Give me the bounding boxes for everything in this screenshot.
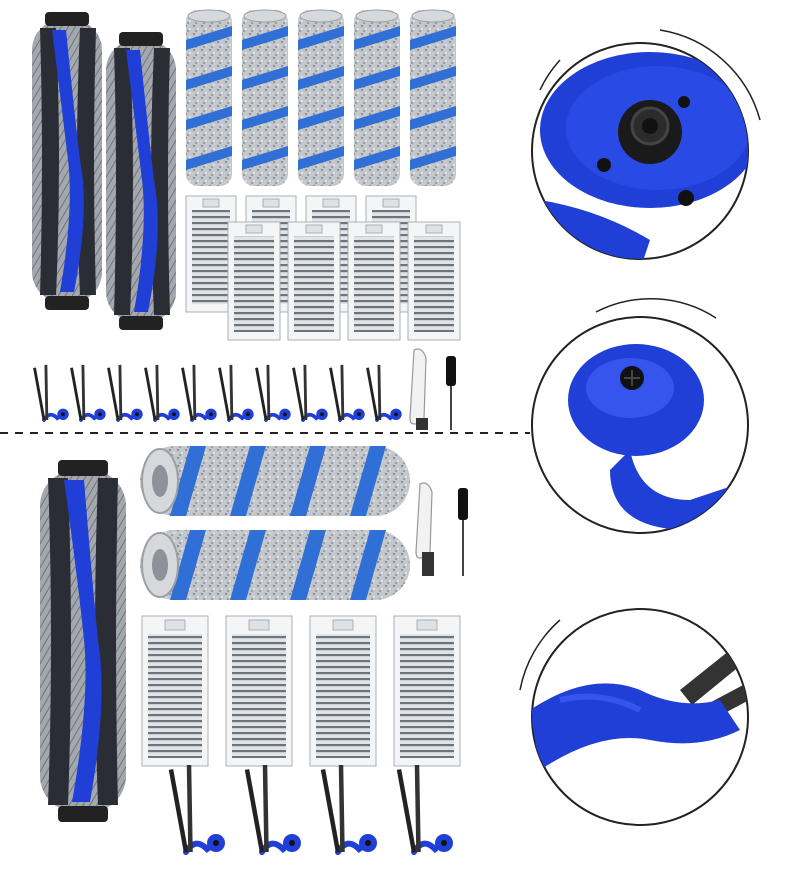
main-brush [106,32,176,330]
side-brush [366,364,402,422]
side-brush [168,764,225,855]
mop-roller [186,9,232,186]
side-brush [320,764,377,855]
cleaning-tool [409,348,428,430]
side-brush [329,364,365,422]
filter [309,615,377,767]
filter [225,615,293,767]
detail-view-arm [531,298,749,534]
side-brush-group [168,764,453,855]
detail-view-hub [531,29,761,260]
filter [347,221,401,341]
side-brush-group [33,364,402,422]
filter [393,615,461,767]
cleaning-tool [415,482,434,576]
side-brush [144,364,180,422]
side-brush [33,364,69,422]
screwdriver [458,488,468,576]
side-brush [244,764,301,855]
filter [287,221,341,341]
mop-roller-group [186,9,456,186]
mop-roller [140,446,410,516]
filter-group [141,615,461,767]
mop-roller [140,530,410,600]
side-brush [70,364,106,422]
mop-roller [242,9,288,186]
main-brush [40,460,126,822]
filter [227,221,281,341]
mop-roller [410,9,456,186]
detail-view-bristles [519,608,749,826]
filter [185,195,237,313]
mop-roller [354,9,400,186]
side-brush [292,364,328,422]
filter-group [185,195,461,341]
side-brush [181,364,217,422]
filter [141,615,209,767]
mop-roller [298,9,344,186]
side-brush [218,364,254,422]
main-brush [32,12,102,310]
side-brush [396,764,453,855]
side-brush [107,364,143,422]
screwdriver [446,356,456,430]
side-brush [255,364,291,422]
filter [407,221,461,341]
